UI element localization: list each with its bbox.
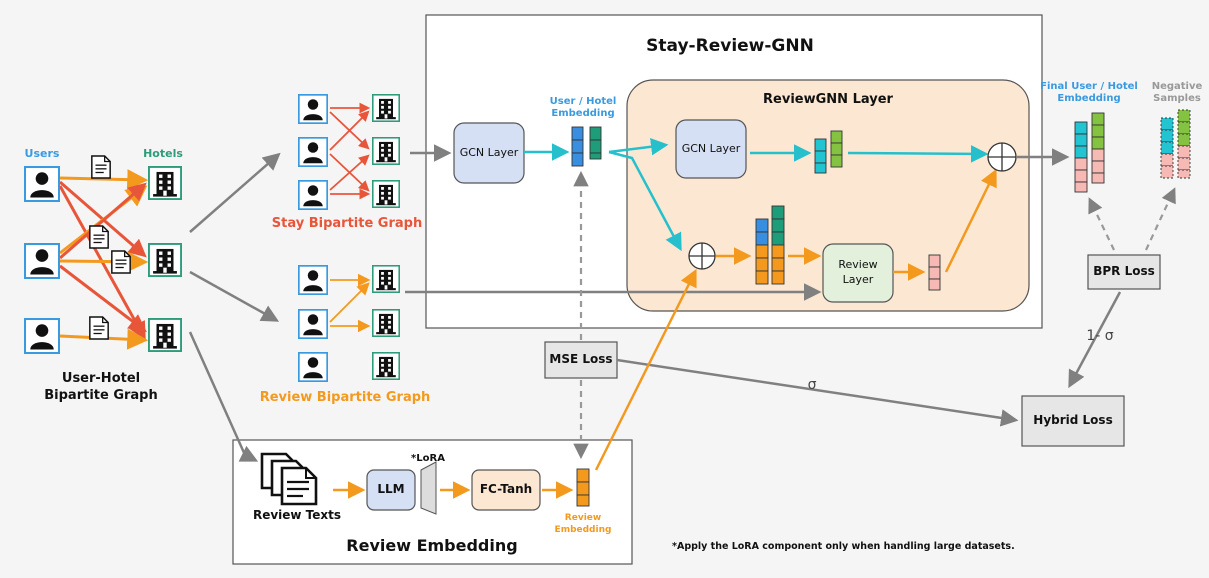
- review-doc-icon: [89, 316, 109, 340]
- stay-graph-label: Stay Bipartite Graph: [271, 216, 423, 231]
- review-to-sum-arrow: [944, 168, 997, 273]
- bpr-loss-box: [1087, 254, 1161, 290]
- review-texts-label: Review Texts: [252, 508, 342, 522]
- inner-to-sum-arrow: [847, 145, 989, 163]
- review-embedding-label-1: Review: [564, 513, 602, 523]
- negative-samples: [1160, 109, 1191, 179]
- review-doc-icon: [89, 225, 109, 249]
- stay-user-3: [298, 180, 328, 210]
- sigma-label: σ: [807, 377, 817, 393]
- reviewgnn-gcn-box: [675, 119, 747, 179]
- hotel-node-1: [148, 166, 182, 200]
- embedding-cyan-arrows: [608, 138, 682, 252]
- mse-loss-label: MSE Loss: [549, 352, 613, 366]
- stay-graph-edges: [329, 102, 371, 200]
- hybrid-loss-box: [1021, 395, 1125, 447]
- review-layer-label-2: Layer: [842, 273, 874, 286]
- review-user-2: [298, 309, 328, 339]
- one-minus-sigma-label: 1- σ: [1086, 328, 1114, 344]
- review-hotel-3: [372, 352, 400, 380]
- user-node-3: [24, 318, 60, 354]
- review-embedding-label-2: Embedding: [554, 525, 612, 535]
- stay-hotel-2: [372, 137, 400, 165]
- review-embedding-vector: [576, 468, 590, 507]
- reviewgnn-title: ReviewGNN Layer: [763, 92, 893, 107]
- stay-hotel-1: [372, 94, 400, 122]
- embedding-label-2: Embedding: [551, 108, 615, 119]
- final-embedding: [1074, 112, 1105, 193]
- mse-to-hybrid-arrow: [616, 358, 1019, 427]
- review-graph-edges: [329, 273, 371, 333]
- review-doc-icon: [111, 250, 131, 274]
- reviewgnn-gcn-label: GCN Layer: [681, 142, 741, 155]
- hybrid-loss-label: Hybrid Loss: [1033, 413, 1113, 427]
- user-node-1: [24, 166, 60, 202]
- user-node-2: [24, 243, 60, 279]
- review-hotel-1: [372, 265, 400, 293]
- left-graph-caption-1: User-Hotel: [61, 371, 141, 386]
- final-embedding-label-1: Final User / Hotel: [1040, 81, 1138, 92]
- llm-label: LLM: [377, 482, 405, 496]
- concatenated-vector: [755, 205, 785, 285]
- stay-hotel-3: [372, 180, 400, 208]
- review-layer-label-1: Review: [838, 258, 878, 271]
- user-hotel-embedding: [571, 126, 602, 167]
- review-doc-icon: [91, 155, 111, 179]
- split-arrows: [188, 152, 281, 462]
- hotel-node-3: [148, 318, 182, 352]
- final-embedding-label-2: Embedding: [1057, 93, 1121, 104]
- lora-label: *LoRA: [411, 453, 445, 464]
- user-hotel-edges: [58, 169, 149, 350]
- bpr-loss-label: BPR Loss: [1093, 264, 1155, 278]
- negative-samples-label-2: Samples: [1153, 93, 1201, 104]
- review-hotel-2: [372, 309, 400, 337]
- embedding-label-1: User / Hotel: [549, 96, 617, 107]
- fc-tanh-box: [471, 469, 541, 511]
- review-embedding-title: Review Embedding: [346, 536, 518, 555]
- inner-gcn-output: [814, 130, 843, 174]
- bpr-dashed-arrows: [1088, 187, 1176, 251]
- llm-box: [366, 469, 416, 511]
- review-texts-icon: [260, 452, 318, 506]
- lora-trapezoid: [420, 461, 437, 515]
- review-user-1: [298, 265, 328, 295]
- negative-samples-label-1: Negative: [1151, 81, 1203, 92]
- mse-loss-box: [544, 341, 618, 379]
- hotels-label: Hotels: [143, 147, 183, 160]
- fc-tanh-label: FC-Tanh: [479, 482, 533, 496]
- review-user-3: [298, 352, 328, 382]
- review-layer-output: [928, 254, 941, 291]
- footnote: *Apply the LoRA component only when hand…: [672, 541, 1015, 552]
- bpr-to-hybrid-arrow: [1068, 291, 1122, 389]
- stay-user-1: [298, 94, 328, 124]
- review-graph-label: Review Bipartite Graph: [259, 390, 431, 405]
- gcn-layer-label: GCN Layer: [459, 146, 519, 159]
- users-label: Users: [24, 147, 60, 160]
- hotel-node-2: [148, 243, 182, 277]
- diagram-title: Stay-Review-GNN: [646, 36, 814, 56]
- review-emb-to-concat-arrow: [594, 268, 697, 471]
- left-graph-caption-2: Bipartite Graph: [44, 388, 158, 403]
- stay-user-2: [298, 137, 328, 167]
